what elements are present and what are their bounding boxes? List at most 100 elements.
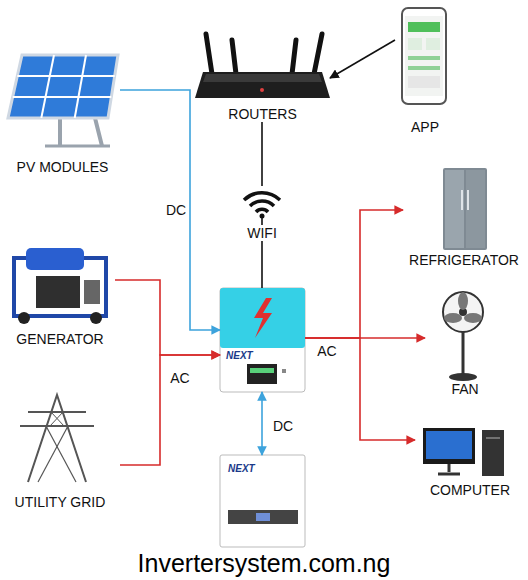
battery-node: NEXT xyxy=(220,455,305,547)
pv-panel-icon xyxy=(41,55,54,118)
refrigerator-icon xyxy=(443,168,487,250)
pv-panel-icon xyxy=(45,145,110,148)
phone-icon xyxy=(402,8,446,104)
fan-icon xyxy=(462,332,465,375)
node-label: GENERATOR xyxy=(5,331,115,347)
edge-label: WIFI xyxy=(246,225,278,241)
refrigerator-icon xyxy=(443,168,487,250)
inverter-illustration xyxy=(220,288,305,392)
router-icon xyxy=(260,88,264,92)
connector xyxy=(115,280,220,355)
fan-icon xyxy=(458,292,468,310)
inverter-node: NEXT xyxy=(220,288,305,392)
pv-panel-icon xyxy=(8,55,118,146)
computer-icon xyxy=(438,473,460,476)
computer-icon xyxy=(448,464,451,472)
wifi-symbol xyxy=(244,193,280,200)
phone-icon xyxy=(408,66,440,70)
pv-panel-icon xyxy=(58,118,62,146)
edge-label: DC xyxy=(272,418,294,434)
utility-grid-node: UTILITY GRID xyxy=(0,390,120,510)
edge-label: AC xyxy=(169,370,190,386)
computer-icon xyxy=(423,428,475,464)
wifi-symbol xyxy=(260,214,265,219)
node-label: NEXT xyxy=(226,350,253,362)
node-label: PV MODULES xyxy=(5,159,120,175)
generator-icon xyxy=(18,312,30,324)
connector xyxy=(305,338,415,440)
edge-label: DC xyxy=(165,202,187,218)
node-label: UTILITY GRID xyxy=(0,494,120,510)
transmission-tower-icon xyxy=(28,395,86,482)
inverter-illustration xyxy=(220,288,305,392)
fan-icon xyxy=(464,313,482,323)
wifi-symbol xyxy=(240,186,284,218)
generator-icon xyxy=(84,280,100,304)
inverter-illustration xyxy=(254,298,272,338)
generator-icon xyxy=(14,248,106,324)
fan-node: FAN xyxy=(425,285,505,397)
router-icon xyxy=(195,34,330,98)
transmission-tower-icon xyxy=(20,425,94,427)
generator-icon xyxy=(36,276,80,308)
router-icon xyxy=(203,74,322,82)
router-icon xyxy=(232,40,236,74)
wifi-symbol xyxy=(240,186,284,219)
phone-icon xyxy=(408,76,440,88)
generator-icon xyxy=(90,312,102,324)
inverter-illustration xyxy=(250,368,274,373)
transmission-tower-icon xyxy=(38,426,68,482)
transmission-tower-icon xyxy=(28,411,86,413)
transmission-tower-icon xyxy=(20,395,94,482)
phone-icon xyxy=(408,56,440,60)
battery-illustration xyxy=(228,510,298,524)
transmission-tower-icon xyxy=(50,412,63,426)
refrigerator-icon xyxy=(461,190,463,210)
router-icon xyxy=(206,34,212,74)
fan-icon xyxy=(449,373,477,381)
node-label: NEXT xyxy=(228,463,255,475)
watermark: Invertersystem.com.ng xyxy=(138,549,391,578)
fan-icon xyxy=(443,292,483,332)
transmission-tower-icon xyxy=(51,412,64,426)
phone-icon xyxy=(426,38,440,50)
wifi-symbol xyxy=(250,201,274,206)
battery-illustration xyxy=(220,455,305,547)
node-label: COMPUTER xyxy=(415,482,525,498)
node-label: FAN xyxy=(425,381,505,397)
inverter-illustration xyxy=(247,364,277,384)
phone-icon xyxy=(408,22,440,32)
transmission-tower-icon xyxy=(46,426,76,482)
pv-panel-icon xyxy=(13,96,112,98)
pv-panel-icon xyxy=(75,55,86,118)
edge-label: AC xyxy=(316,343,337,359)
refrigerator-icon xyxy=(466,170,485,248)
connector xyxy=(330,40,395,78)
connector xyxy=(120,90,220,330)
computer-icon xyxy=(486,437,500,439)
phone-icon xyxy=(408,38,422,50)
router-icon xyxy=(292,40,296,74)
fan-icon xyxy=(444,313,462,323)
computer-node: COMPUTER xyxy=(415,420,525,498)
inverter-illustration xyxy=(220,288,305,348)
node-label: ROUTERS xyxy=(195,106,330,122)
pv-panel-icon xyxy=(95,118,102,146)
pv-panel-icon xyxy=(17,75,114,77)
battery-illustration xyxy=(220,455,305,547)
connector xyxy=(261,392,263,455)
phone-icon xyxy=(405,16,443,96)
refrigerator-icon xyxy=(467,190,469,210)
phone-icon xyxy=(402,8,446,104)
app-node: APP xyxy=(395,5,455,135)
router-node: ROUTERS xyxy=(195,25,330,122)
pv-panel-icon xyxy=(8,55,118,118)
fan-icon xyxy=(443,292,483,381)
router-icon xyxy=(314,34,322,74)
refrigerator-node: REFRIGERATOR xyxy=(403,160,525,268)
computer-icon xyxy=(426,431,472,459)
battery-illustration xyxy=(256,513,270,521)
